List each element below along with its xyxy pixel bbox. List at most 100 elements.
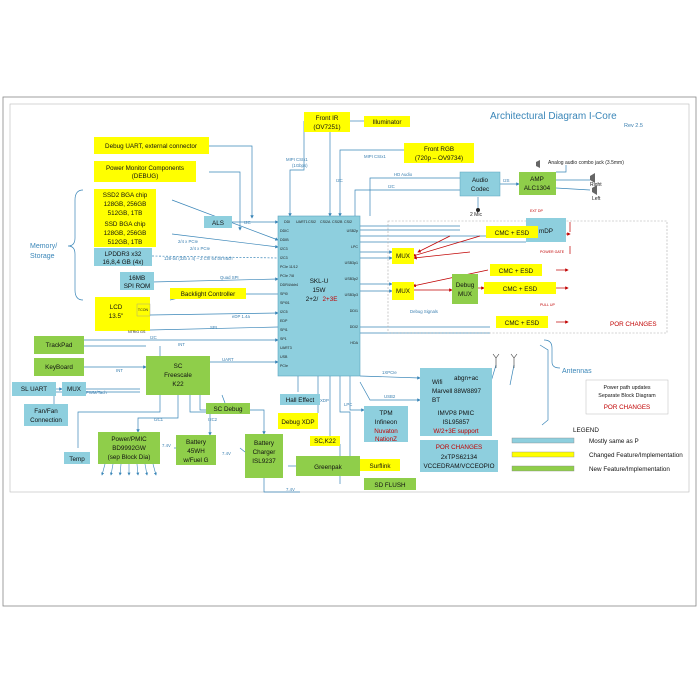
mux3-label: MUX xyxy=(67,386,82,393)
debug-uart-block[interactable]: Debug UART, external connector xyxy=(94,137,209,154)
fan-block[interactable]: Fan/Fan Connection xyxy=(24,404,68,426)
power-monitor-block[interactable]: Power Monitor Components (DEBUG) xyxy=(94,161,196,182)
soc-pin-label: USB xyxy=(280,355,288,359)
sl-uart-label: SL UART xyxy=(21,386,47,393)
cmc-esd-4[interactable]: CMC + ESD xyxy=(496,316,548,328)
backlight-block[interactable]: Backlight Controller xyxy=(170,288,246,299)
sd-flush-block[interactable]: SD FLUSH xyxy=(364,478,416,490)
surflink-block[interactable]: Surflink xyxy=(360,459,400,471)
ssd-label-1: SSD BGA chip xyxy=(105,221,146,228)
legend-item-label: New Feature/Implementation xyxy=(589,466,670,473)
als-block[interactable]: ALS xyxy=(204,216,232,228)
legend-item-label: Mostly same as P xyxy=(589,438,639,445)
ssd-label-2: 128GB, 256GB xyxy=(104,230,147,237)
front-rgb-block[interactable]: Front RGB (720p – OV9734) xyxy=(404,143,474,163)
hall-label: Hall Effect xyxy=(286,397,315,404)
charger-block[interactable]: Battery Charger ISL9237 xyxy=(245,434,283,478)
soc-cores-a: 2+2/ xyxy=(306,296,319,303)
connection-lines xyxy=(53,120,591,493)
imvp-label-2: ISL95857 xyxy=(443,419,470,426)
trackpad-block[interactable]: TrackPad xyxy=(34,336,84,354)
mic-icon xyxy=(476,208,480,212)
soc-cores-b: 2+3E xyxy=(323,296,338,303)
soc-pin-label: SP1 xyxy=(280,337,287,341)
battery-block[interactable]: Battery 45WH w/Fuel G xyxy=(176,435,216,465)
front-ir-block[interactable]: Front IR (OV7251) xyxy=(304,112,350,132)
bus-label-ext-dp: EXT DP xyxy=(530,209,544,213)
debug-uart-label: Debug UART, external connector xyxy=(105,143,197,150)
cmc4-label: CMC + ESD xyxy=(505,320,540,327)
ssd2-label-1: SSD2 BGA chip xyxy=(103,192,148,199)
cmc-esd-3[interactable]: CMC + ESD xyxy=(484,282,556,294)
lpddr-block[interactable]: LPDDR3 x32 16,8,4 GB (4x) xyxy=(94,248,152,266)
tpm-block[interactable]: TPM Infineon Nuvaton NationZ xyxy=(364,406,408,443)
pmic-label-1: Power/PMIC xyxy=(111,436,147,443)
soc-pin-label: DDI2 xyxy=(350,325,358,329)
cmc3-label: CMC + ESD xyxy=(503,286,538,293)
ssd2-label-3: 512GB, 1TB xyxy=(108,210,143,217)
power-monitor-label-2: (DEBUG) xyxy=(132,173,159,180)
debug-mux-block[interactable]: Debug MUX xyxy=(452,274,478,304)
ssd2-label-2: 128GB, 256GB xyxy=(104,201,147,208)
lcd-block[interactable]: LCD 13.5" TCON xyxy=(95,297,151,331)
ssd2-block[interactable]: SSD2 BGA chip 128GB, 256GB 512GB, 1TB xyxy=(94,189,156,219)
soc-pin-label: HDA xyxy=(350,341,358,345)
sc-label-3: K22 xyxy=(172,381,184,388)
sc-k22-block[interactable]: SC,K22 xyxy=(310,436,340,446)
greenpak-block[interactable]: Greenpak xyxy=(296,456,360,476)
soc-name: SKL-U xyxy=(310,278,329,285)
bus-label-v74b: 7.4V xyxy=(222,451,231,456)
hall-effect-block[interactable]: Hall Effect xyxy=(280,394,320,405)
temp-block[interactable]: Temp xyxy=(64,452,90,464)
ssd-block[interactable]: SSD BGA chip 128GB, 256GB 512GB, 1TB xyxy=(94,219,156,247)
battery-label-2: 45WH xyxy=(187,448,205,455)
tps-label-1: 2xTPS62134 xyxy=(441,454,478,461)
audio-codec-block[interactable]: Audio Codec xyxy=(459,171,501,197)
mux-2[interactable]: MUX xyxy=(392,282,414,300)
soc-pin-label: USB3p1 xyxy=(345,261,358,265)
soc-pin-label: I2C3 xyxy=(280,256,288,260)
bus-label-mipi1: MIPI CSIx1 xyxy=(286,157,308,162)
spi-rom-block[interactable]: 16MB SPI ROM xyxy=(120,272,154,290)
audio-label-1: Audio xyxy=(472,177,489,184)
tps-block[interactable]: POR CHANGES 2xTPS62134 VCCEDRAM/VCCEOPIO xyxy=(420,440,498,472)
tps-label-2: VCCEDRAM/VCCEOPIO xyxy=(423,463,494,470)
spi-rom-label-2: SPI ROM xyxy=(124,283,151,290)
sc-freescale-block[interactable]: SC Freescale K22 xyxy=(146,356,210,395)
cmc-esd-2[interactable]: CMC + ESD xyxy=(490,264,542,276)
soc-pin-label: CSI2 xyxy=(308,220,316,224)
bus-label-pwm: PWM/Tach xyxy=(86,390,107,395)
speaker-icon-jack xyxy=(536,160,540,168)
pmic-label-2: BD9992GW xyxy=(112,445,146,452)
mux-3[interactable]: MUX xyxy=(62,382,86,396)
debug-xdp-block[interactable]: Debug XDP xyxy=(278,413,318,429)
amp-block[interactable]: AMP ALC1304 xyxy=(519,172,556,195)
soc-pin-label: PCIe 7/8 xyxy=(280,274,294,278)
mux-1[interactable]: MUX xyxy=(392,248,414,264)
soc-pin-label: SPI0 xyxy=(280,292,288,296)
greenpak-label: Greenpak xyxy=(314,464,343,471)
skl-u-soc[interactable]: SKL-U 15W 2+2/ 2+3E xyxy=(277,215,361,377)
soc-power: 15W xyxy=(313,287,326,294)
power-path-label-2: Separate Block Diagram xyxy=(598,393,656,399)
power-path-box[interactable]: Power path updates Separate Block Diagra… xyxy=(585,379,669,415)
legend-swatch xyxy=(511,465,575,472)
imvp-pmic-block[interactable]: IMVP8 PMIC ISL95857 W/2+3E support xyxy=(420,406,492,436)
sl-uart-block[interactable]: SL UART xyxy=(12,382,56,396)
speaker-icon-right xyxy=(590,173,595,183)
soc-pin-label: DDR4/ddr4 xyxy=(280,283,298,287)
wifi-block[interactable]: Wifi abgn+ac Marvell 88W8897 BT xyxy=(420,368,492,406)
pmic-block[interactable]: Power/PMIC BD9992GW (sep Block Dia) xyxy=(98,432,160,464)
sc-debug-block[interactable]: SC Debug xyxy=(206,403,250,414)
debug-mux-label-2: MUX xyxy=(458,291,473,298)
fan-label-1: Fan/Fan xyxy=(34,408,58,415)
sc-k22-label: SC,K22 xyxy=(314,438,336,445)
surflink-label: Surflink xyxy=(370,463,392,470)
keyboard-block[interactable]: KeyBoard xyxy=(34,358,84,376)
power-monitor-label-1: Power Monitor Components xyxy=(106,165,184,172)
sc-label-1: SC xyxy=(174,363,183,370)
cmc-esd-1[interactable]: CMC + ESD xyxy=(486,226,538,238)
illuminator-block[interactable]: Illuminator xyxy=(364,116,410,127)
